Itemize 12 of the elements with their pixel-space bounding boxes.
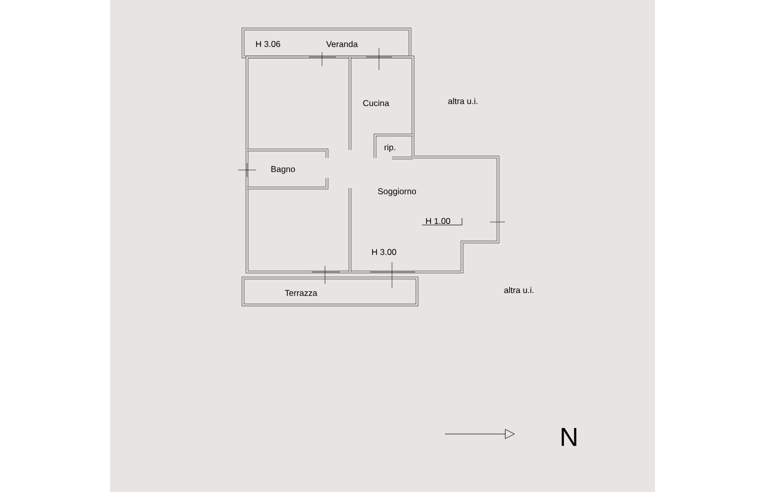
area-label: altra u.i. <box>504 286 534 294</box>
room-label: Terrazza <box>284 290 318 296</box>
height-label: H 1.00 <box>426 218 450 224</box>
room-label: Cucina <box>363 100 390 106</box>
height-label: H 3.06 <box>256 41 280 47</box>
height-label: H 3.00 <box>372 249 396 255</box>
room-label: Bagno <box>271 166 295 174</box>
north-label: N <box>562 428 576 446</box>
room-label: rip. <box>384 144 396 152</box>
room-label: Soggiorno <box>378 188 416 196</box>
room-label: Veranda <box>326 40 358 48</box>
area-label: altra u.i. <box>448 98 478 104</box>
